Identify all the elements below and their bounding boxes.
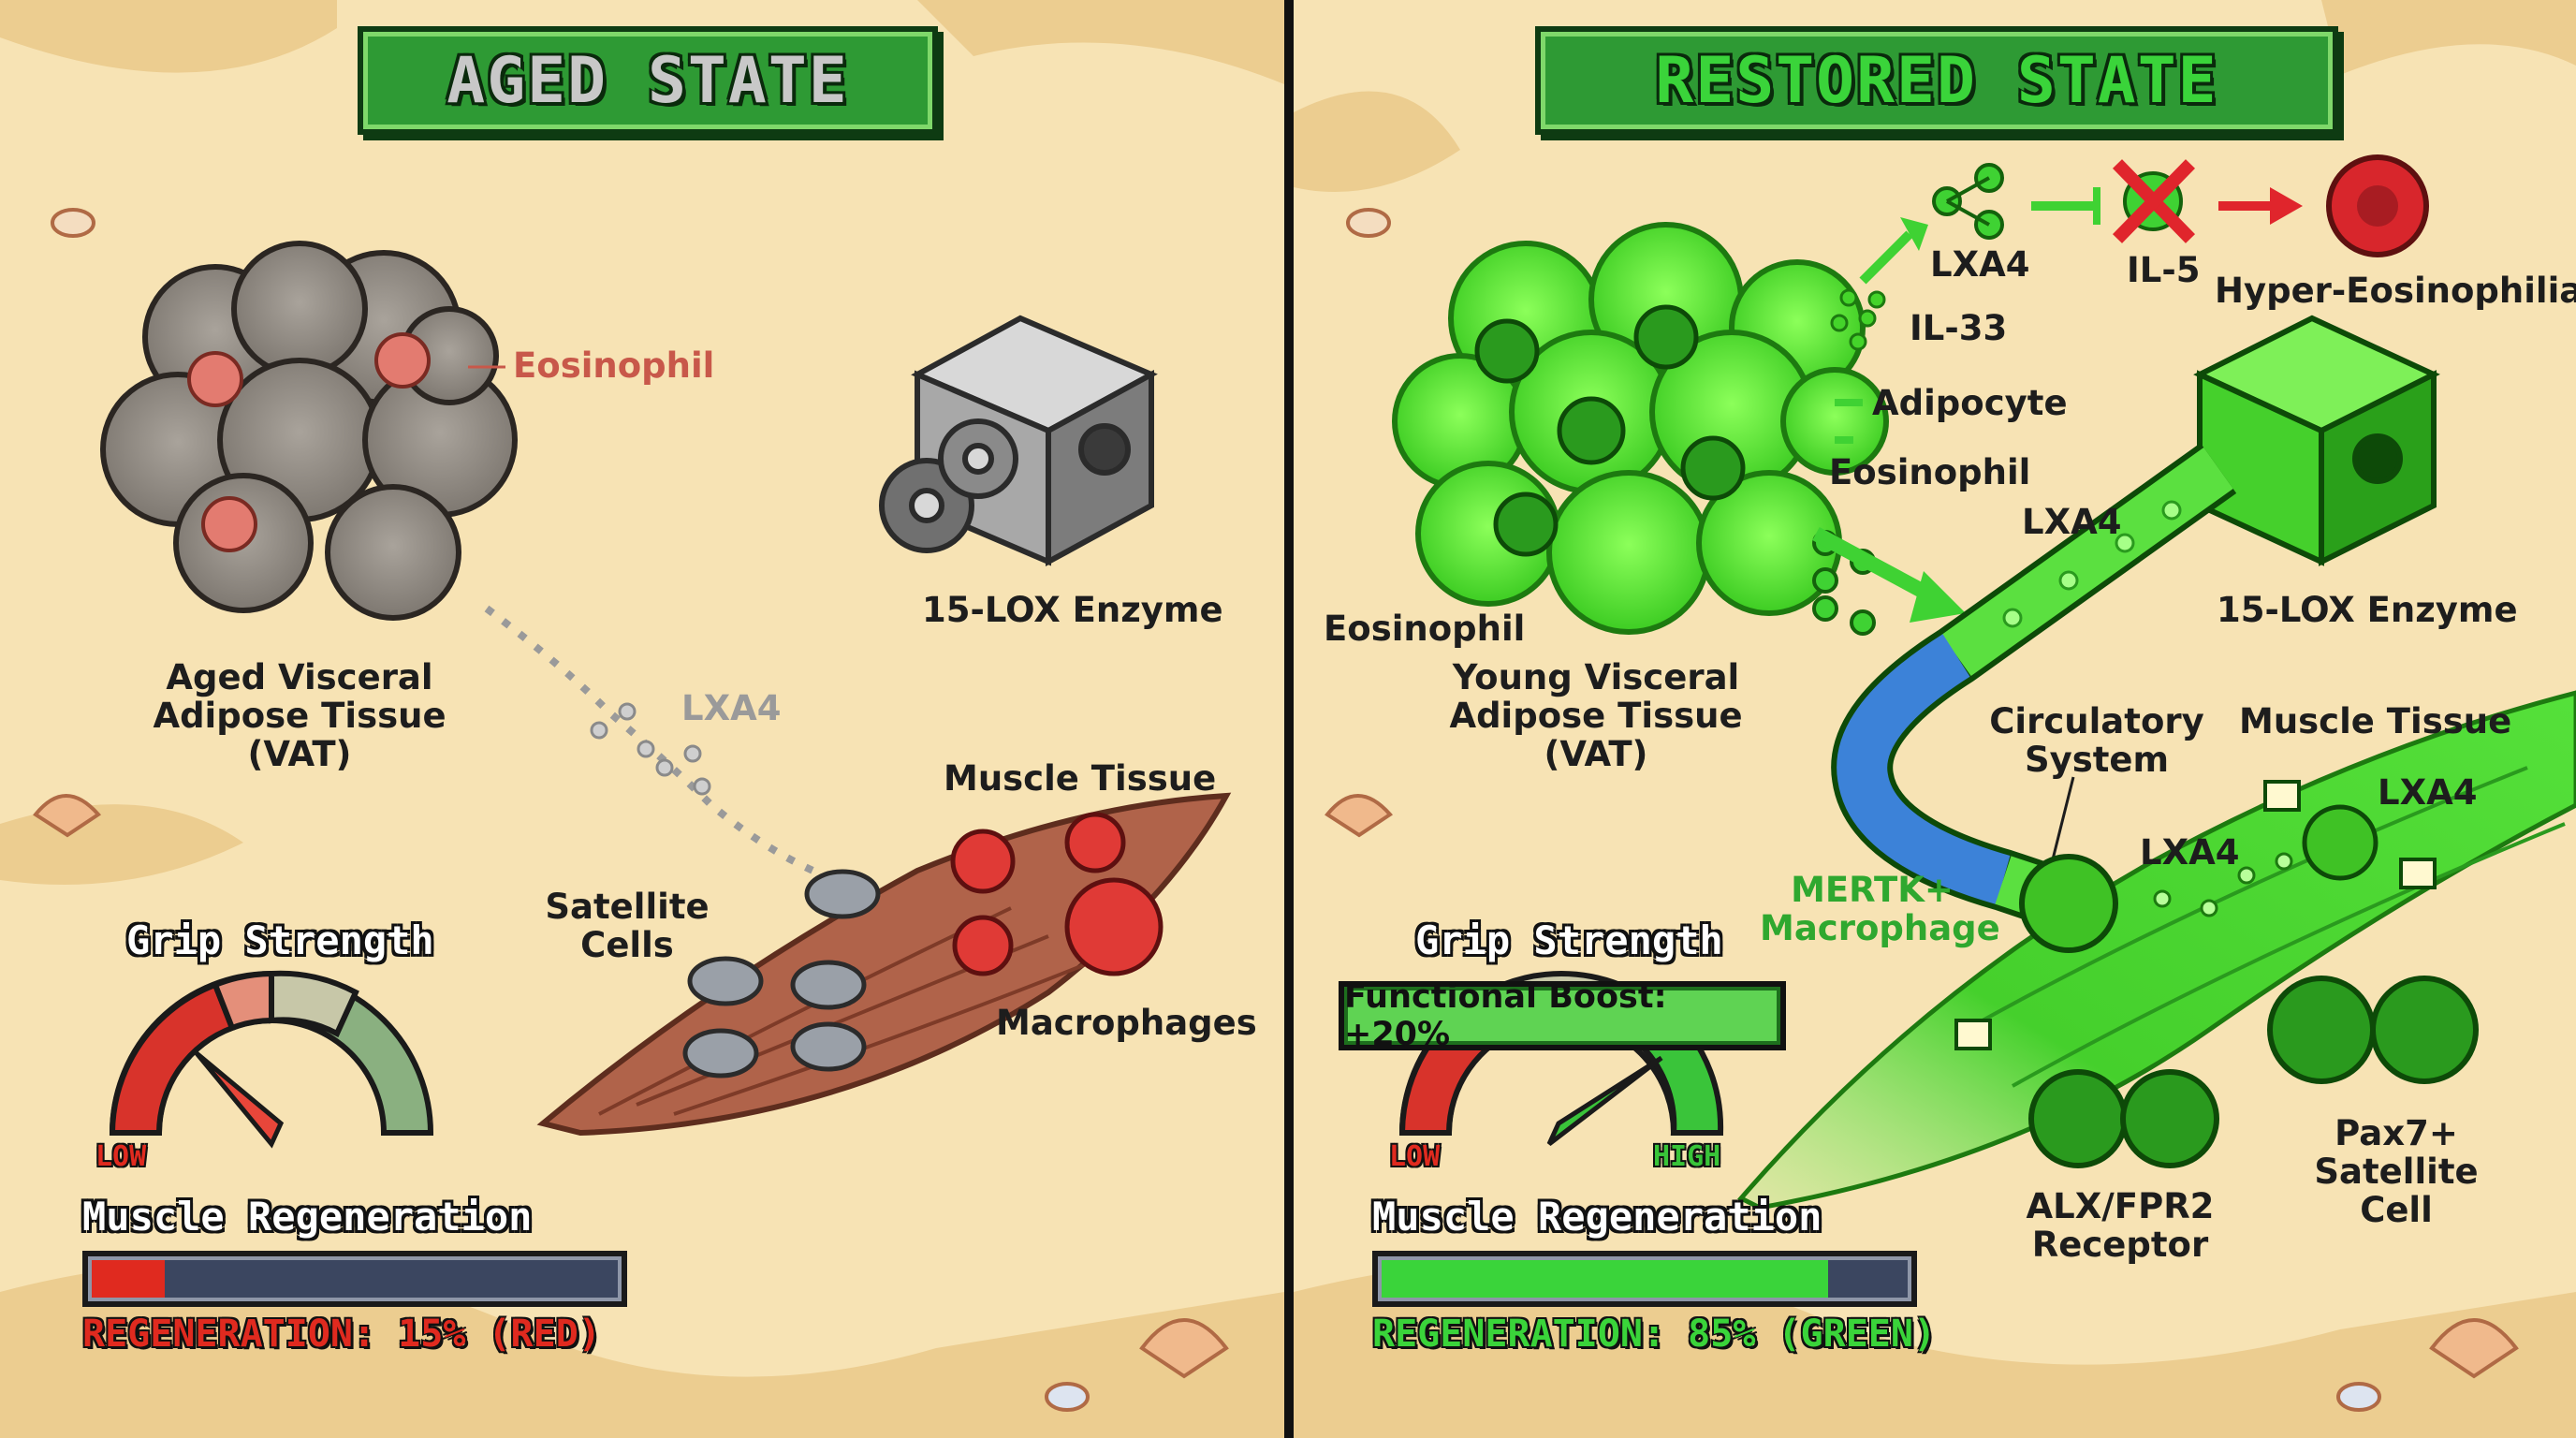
regen-title-restored: Muscle Regeneration bbox=[1372, 1194, 1822, 1240]
grip-low-restored: LOW bbox=[1389, 1140, 1441, 1173]
label-15lox-restored: 15-LOX Enzyme bbox=[2217, 590, 2518, 630]
grip-needle-aged bbox=[195, 1051, 285, 1149]
label-il5: IL-5 bbox=[2127, 250, 2201, 290]
arrow-to-lxa4 bbox=[1859, 230, 1913, 285]
mertk-macrophage-cell bbox=[2019, 854, 2118, 953]
grip-title-restored: Grip Strength bbox=[1415, 917, 1723, 963]
regen-bar-fill-restored bbox=[1382, 1260, 1828, 1298]
label-pax7: Pax7+ Satellite Cell bbox=[2314, 1113, 2479, 1230]
restored-muscle-tissue bbox=[1737, 690, 2576, 1211]
panel-divider bbox=[1284, 0, 1294, 1438]
regen-status-restored: REGENERATION: 85% (GREEN) bbox=[1372, 1313, 1937, 1356]
label-aged-vat: Aged Visceral Adipose Tissue (VAT) bbox=[153, 657, 446, 774]
grip-gauge-aged bbox=[109, 970, 434, 1149]
regen-title-aged: Muscle Regeneration bbox=[82, 1194, 533, 1240]
pax7-satellite-cells bbox=[2267, 976, 2479, 1084]
label-lxa4-muscle-a: LXA4 bbox=[2378, 772, 2478, 813]
label-lxa4-top: LXA4 bbox=[1930, 244, 2030, 285]
label-lxa4-pipe: LXA4 bbox=[2022, 502, 2122, 542]
label-alx-fpr2: ALX/FPR2 Receptor bbox=[2026, 1186, 2215, 1265]
regen-bar-fill-aged bbox=[92, 1260, 165, 1298]
regen-bar-aged bbox=[82, 1251, 627, 1307]
aged-vat-cluster bbox=[100, 241, 518, 621]
grip-needle-restored bbox=[1546, 1055, 1663, 1146]
label-muscle-restored: Muscle Tissue bbox=[2239, 701, 2512, 741]
young-vat-cluster bbox=[1392, 222, 1889, 635]
title-restored-state: RESTORED STATE bbox=[1535, 26, 2338, 135]
grip-high-restored: HIGH bbox=[1653, 1140, 1721, 1173]
label-il33: IL-33 bbox=[1910, 308, 2008, 348]
label-muscle-aged: Muscle Tissue bbox=[944, 758, 1217, 799]
regen-status-aged: REGENERATION: 15% (RED) bbox=[82, 1313, 601, 1356]
aged-enzyme-cube bbox=[879, 315, 1158, 567]
circulatory-pipe bbox=[1837, 634, 2011, 904]
il5-blocked-x bbox=[2112, 159, 2196, 243]
shell-decor bbox=[33, 208, 2519, 1412]
label-lxa4-muscle-b: LXA4 bbox=[2140, 832, 2240, 873]
label-adipocyte: Adipocyte bbox=[1872, 383, 2068, 423]
label-eosinophil-aged: Eosinophil bbox=[513, 345, 715, 386]
label-15lox-aged: 15-LOX Enzyme bbox=[922, 590, 1223, 630]
functional-boost-badge: Functional Boost: +20% bbox=[1339, 978, 1786, 1053]
lxa4-molecule-aged bbox=[590, 702, 711, 796]
arrow-head bbox=[1900, 217, 1928, 251]
label-eosinophil-right: Eosinophil bbox=[1829, 452, 2031, 492]
il33-signals bbox=[1830, 288, 1886, 351]
lxa4-pipe bbox=[1941, 448, 2233, 676]
title-aged-state: AGED STATE bbox=[358, 26, 938, 135]
label-lxa4-aged: LXA4 bbox=[681, 688, 782, 728]
label-eosinophil-left: Eosinophil bbox=[1324, 609, 1526, 649]
grip-low-aged: LOW bbox=[95, 1140, 147, 1173]
restored-enzyme-cube bbox=[2193, 315, 2440, 566]
grip-title-aged: Grip Strength bbox=[126, 917, 434, 963]
alx-fpr2-receptor-cells bbox=[2028, 1069, 2219, 1168]
label-hyper-eosinophilia: Hyper-Eosinophilia bbox=[2215, 271, 2576, 311]
regen-bar-restored bbox=[1372, 1251, 1917, 1307]
aged-muscle-tissue bbox=[536, 792, 1232, 1137]
lxa4-molecule-top bbox=[1932, 163, 2004, 240]
label-mertk-macrophage: MERTK+ Macrophage bbox=[1760, 870, 2000, 948]
label-satellite-aged: Satellite Cells bbox=[545, 887, 710, 965]
lock-icons bbox=[1954, 780, 2437, 1050]
hyper-eosinophil-cell bbox=[2326, 154, 2429, 257]
label-circulatory: Circulatory System bbox=[1989, 701, 2204, 780]
label-young-vat: Young Visceral Adipose Tissue (VAT) bbox=[1449, 657, 1743, 774]
label-macrophages-aged: Macrophages bbox=[996, 1003, 1257, 1043]
